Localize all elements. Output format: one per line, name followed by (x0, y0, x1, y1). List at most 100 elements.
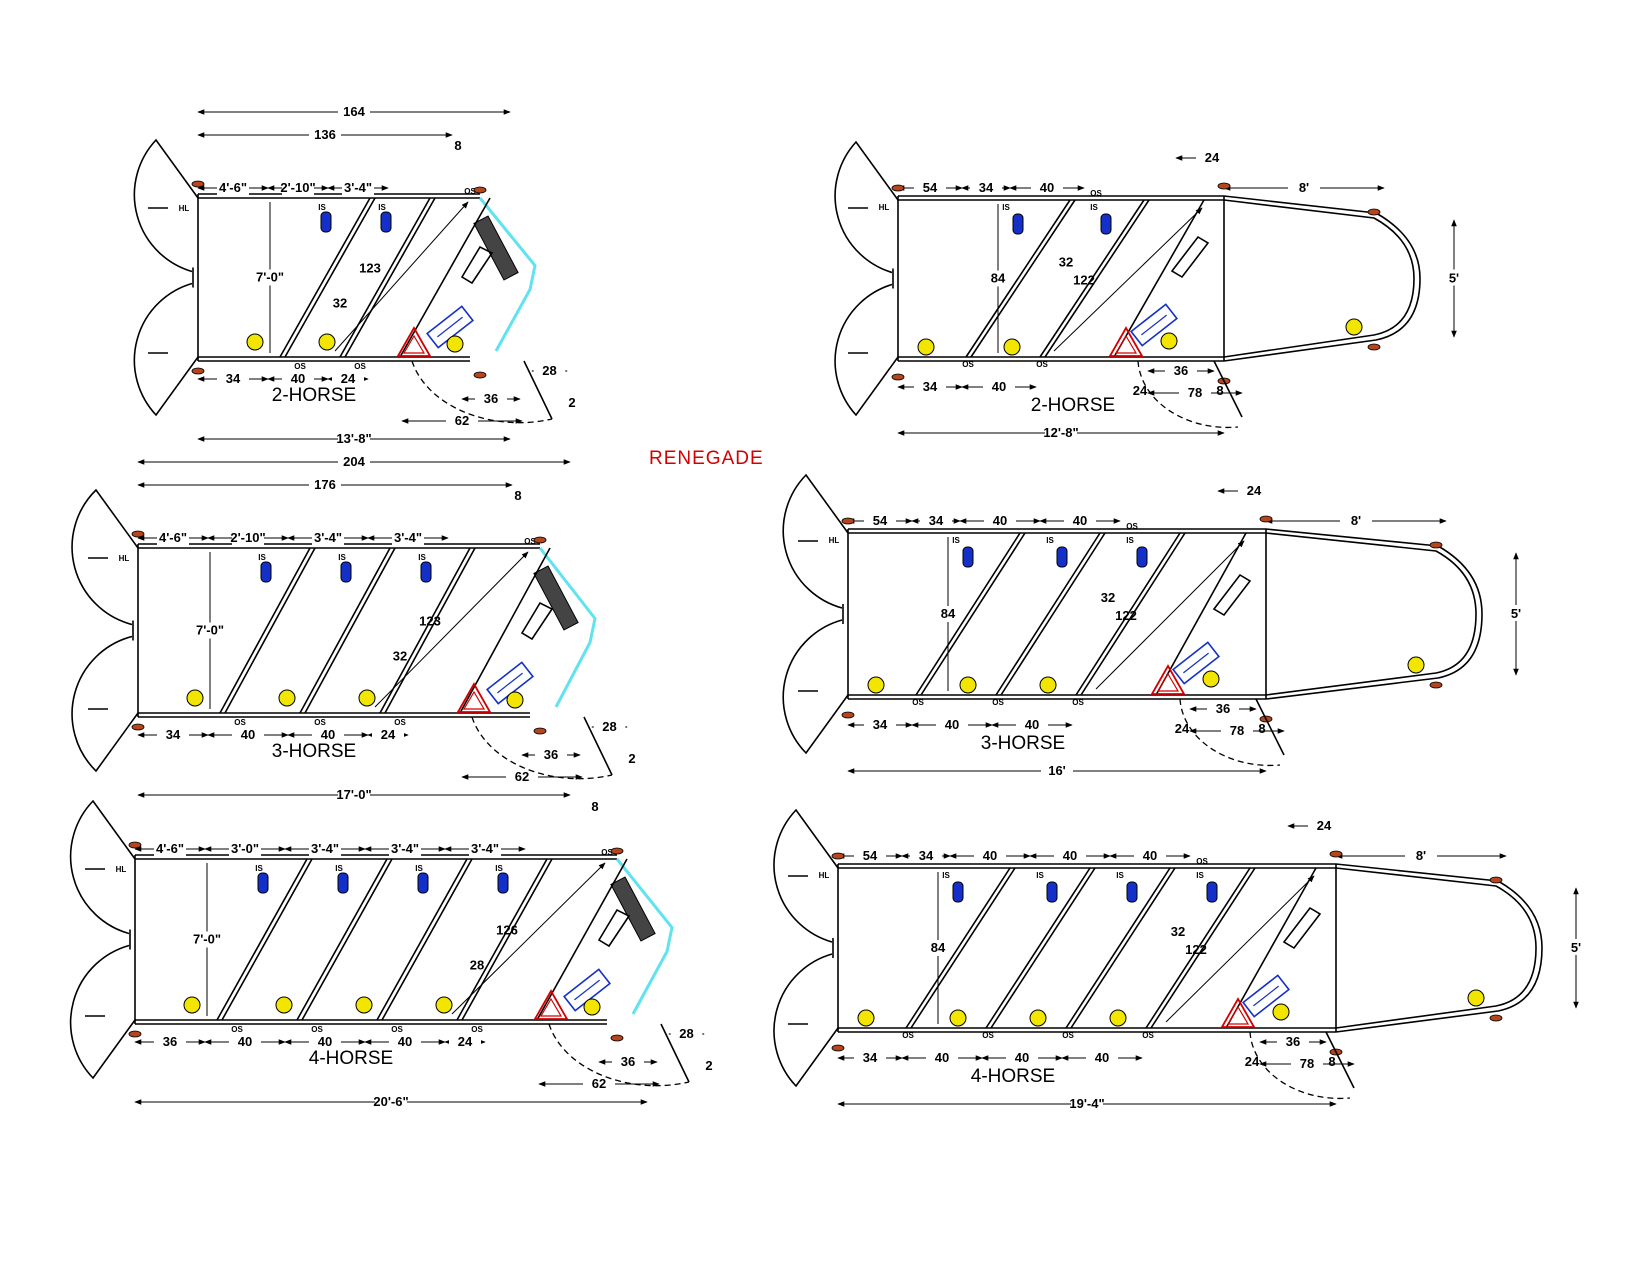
gooseneck-outline-outer (848, 528, 1483, 700)
saddle-rack-icon (1220, 997, 1256, 1028)
total-length: 17'-0" (336, 787, 371, 802)
tie-ring-icon (246, 333, 264, 351)
overall-dimension: 204 (343, 454, 365, 469)
saddle-rack-inner (1114, 334, 1138, 354)
side-door (523, 360, 553, 420)
door-dimension: 36 (1286, 1034, 1300, 1049)
height-label: 84 (931, 940, 946, 955)
label-mask (1405, 848, 1437, 863)
tie-ring-icon (1467, 989, 1485, 1007)
top-dimension: 40 (1040, 180, 1054, 195)
door-span-dimension: 78 (1230, 723, 1244, 738)
label-mask (309, 127, 341, 142)
os-marker: OS (464, 187, 476, 196)
tie-ring-icon (959, 676, 977, 694)
hay-bag-icon (1126, 881, 1138, 903)
os-marker: OS (231, 1025, 243, 1034)
tie-ring-icon (1039, 676, 1057, 694)
stall-divider (1075, 532, 1181, 696)
label-mask (282, 180, 314, 195)
nose-height-dimension: 5' (1511, 606, 1521, 621)
hl-marker: HL (819, 871, 830, 880)
total-length: 13'-8" (336, 431, 371, 446)
tack-box-bar (497, 672, 523, 694)
tie-loop-icon (831, 1044, 845, 1052)
bottom-dimension: 34 (863, 1050, 878, 1065)
offset-dimension: 24 (1317, 818, 1332, 833)
tie-loop-icon (128, 841, 142, 849)
door-swing (471, 716, 613, 780)
ramp-gap-label: 2 (705, 1058, 712, 1073)
tie-ring-icon (186, 689, 204, 707)
label-mask (1134, 848, 1166, 863)
diag-line (374, 551, 529, 708)
top-dimension: 3'-4" (471, 841, 499, 856)
ramp-depth-dimension: 28 (542, 363, 556, 378)
bay-label: 32 (1171, 924, 1185, 939)
plan-label: 3-HORSE (981, 733, 1065, 754)
interior-dimension: 136 (314, 127, 336, 142)
top-dimension: 40 (983, 848, 997, 863)
tie-loop-icon (1217, 182, 1231, 190)
saddle-rack-outer (396, 326, 432, 357)
os-marker: OS (294, 362, 306, 371)
diag-line (451, 862, 606, 1015)
diag-line (1095, 540, 1245, 690)
is-marker: IS (1046, 536, 1054, 545)
stall-divider (376, 858, 468, 1021)
label-mask (475, 391, 507, 406)
tie-loop-icon (191, 180, 205, 188)
is-marker: IS (258, 553, 266, 562)
label-mask (229, 1034, 261, 1049)
bay-label: 32 (393, 649, 407, 664)
label-mask (854, 848, 886, 863)
plan-label: 4-HORSE (971, 1066, 1055, 1087)
label-mask (920, 513, 952, 528)
hay-rack-bar (460, 245, 494, 285)
hl-marker: HL (829, 536, 840, 545)
is-marker: IS (255, 864, 263, 873)
offset-dimension: 24 (1247, 483, 1262, 498)
os-marker: OS (354, 362, 366, 371)
tack-box-outline (1241, 974, 1291, 1018)
label-mask (248, 269, 292, 286)
stall-divider (1145, 867, 1251, 1029)
door-span-dimension: 62 (455, 413, 469, 428)
hay-bag-icon (260, 561, 272, 583)
tie-loop-icon (1367, 343, 1381, 351)
tie-loop-icon (131, 530, 145, 538)
chest-pad (533, 565, 579, 631)
stall-divider-last (1155, 532, 1247, 696)
top-dimension: 4'-6" (156, 841, 184, 856)
label-mask (1562, 939, 1590, 955)
bottom-dimension: 40 (321, 727, 335, 742)
label-mask (926, 1050, 958, 1065)
hay-bag-icon (380, 211, 392, 233)
diag-line (1053, 207, 1203, 352)
label-mask (970, 180, 1002, 195)
diag-line (1165, 875, 1315, 1023)
stall-divider-inner (1080, 532, 1186, 696)
nose-dimension: 8' (1416, 848, 1426, 863)
stall-divider (995, 532, 1101, 696)
tie-ring-icon (318, 333, 336, 351)
stall-divider-last (459, 547, 551, 714)
top-dimension: 40 (1073, 513, 1087, 528)
label-mask (864, 717, 896, 732)
tie-loop-icon (533, 536, 547, 544)
tack-box-outline (1129, 303, 1179, 347)
label-mask (1308, 818, 1340, 833)
side-door (1213, 360, 1243, 418)
label-mask (312, 727, 344, 742)
tie-ring-icon (435, 996, 453, 1014)
tie-ring-icon (275, 996, 293, 1014)
label-mask (1288, 180, 1320, 195)
tie-loop-icon (1259, 515, 1273, 523)
os-marker: OS (1062, 1031, 1074, 1040)
rear-door-upper (133, 138, 199, 273)
stall-divider-last (1225, 867, 1317, 1029)
label-mask (984, 513, 1016, 528)
tie-loop-icon (1489, 1014, 1503, 1022)
bottom-dimension: 24 (381, 727, 396, 742)
